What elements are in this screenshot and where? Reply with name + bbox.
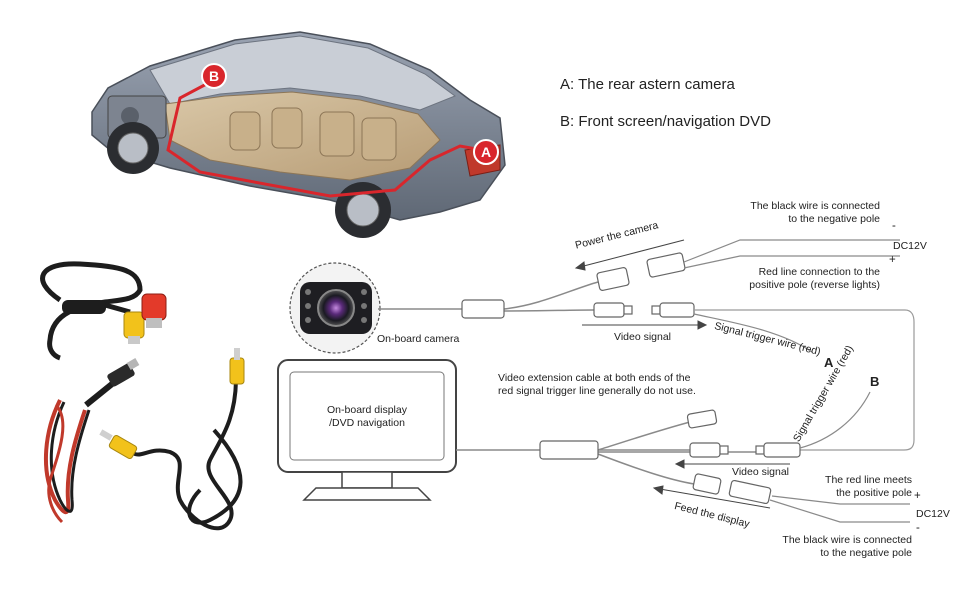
rear-wheel — [335, 182, 391, 238]
bottom-black-wire-line1: The black wire is connected — [782, 534, 912, 546]
camera-label: On-board camera — [377, 333, 460, 345]
rca-yellow-plug-small — [123, 311, 145, 344]
bottom-dc12v: DC12V — [916, 508, 950, 520]
arrow-feed-display — [652, 485, 771, 509]
top-plus-sign: + — [889, 254, 896, 266]
display-screen-text-line1: On-board display — [327, 404, 407, 416]
harness-photo — [40, 261, 167, 361]
camera-rca-pair — [593, 302, 915, 451]
bottom-video-signal-label: Video signal — [732, 466, 790, 478]
extension-note-line2: red signal trigger line generally do not… — [498, 385, 696, 397]
top-black-wire-line2: to the negative pole — [788, 213, 880, 225]
bottom-black-wire-line2: to the negative pole — [820, 547, 912, 559]
extension-note-line1: Video extension cable at both ends of th… — [498, 372, 691, 384]
video-extension-cable-photo — [99, 348, 245, 531]
car-marker-a: A — [473, 139, 499, 165]
top-video-signal-label: Video signal — [614, 331, 672, 343]
camera-power-plug — [596, 239, 900, 291]
arrow-video-signal-bottom — [674, 459, 790, 469]
bottom-minus-sign: - — [916, 522, 920, 534]
arrow-video-signal-top — [582, 320, 708, 330]
legend-a: A: The rear astern camera — [560, 76, 735, 93]
camera-junction-box — [461, 299, 505, 319]
car-marker-b: B — [201, 63, 227, 89]
top-black-wire-line1: The black wire is connected — [750, 200, 880, 212]
top-dc12v: DC12V — [893, 240, 927, 252]
legend-b: B: Front screen/navigation DVD — [560, 113, 771, 130]
onboard-camera — [289, 262, 381, 354]
display-junction-box — [539, 440, 599, 460]
arrow-power-camera — [574, 239, 685, 271]
display-screen-text-line2: /DVD navigation — [329, 417, 405, 429]
onboard-display — [277, 359, 457, 501]
display-plugs — [686, 409, 910, 523]
top-red-line-line2: positive pole (reverse lights) — [749, 279, 880, 291]
trigger-wire-a — [693, 313, 813, 353]
top-red-line-line1: Red line connection to the — [758, 266, 880, 278]
front-wheel — [107, 122, 159, 174]
power-cable-photo — [44, 358, 140, 524]
point-a: A — [824, 355, 834, 370]
point-b: B — [870, 374, 880, 389]
bottom-plus-sign: + — [914, 490, 921, 502]
bottom-red-meets-line2: the positive pole — [836, 487, 912, 499]
display-harness-diagram — [456, 421, 760, 485]
bottom-red-meets-line1: The red line meets — [825, 474, 912, 486]
top-minus-sign: - — [892, 220, 896, 232]
trigger-wire-b — [799, 391, 871, 449]
svg-text:A: A — [481, 144, 491, 160]
car-illustration: B A — [91, 31, 506, 238]
camera-harness-diagram — [378, 281, 599, 312]
red-power-plug — [141, 293, 167, 328]
svg-text:B: B — [209, 68, 219, 84]
